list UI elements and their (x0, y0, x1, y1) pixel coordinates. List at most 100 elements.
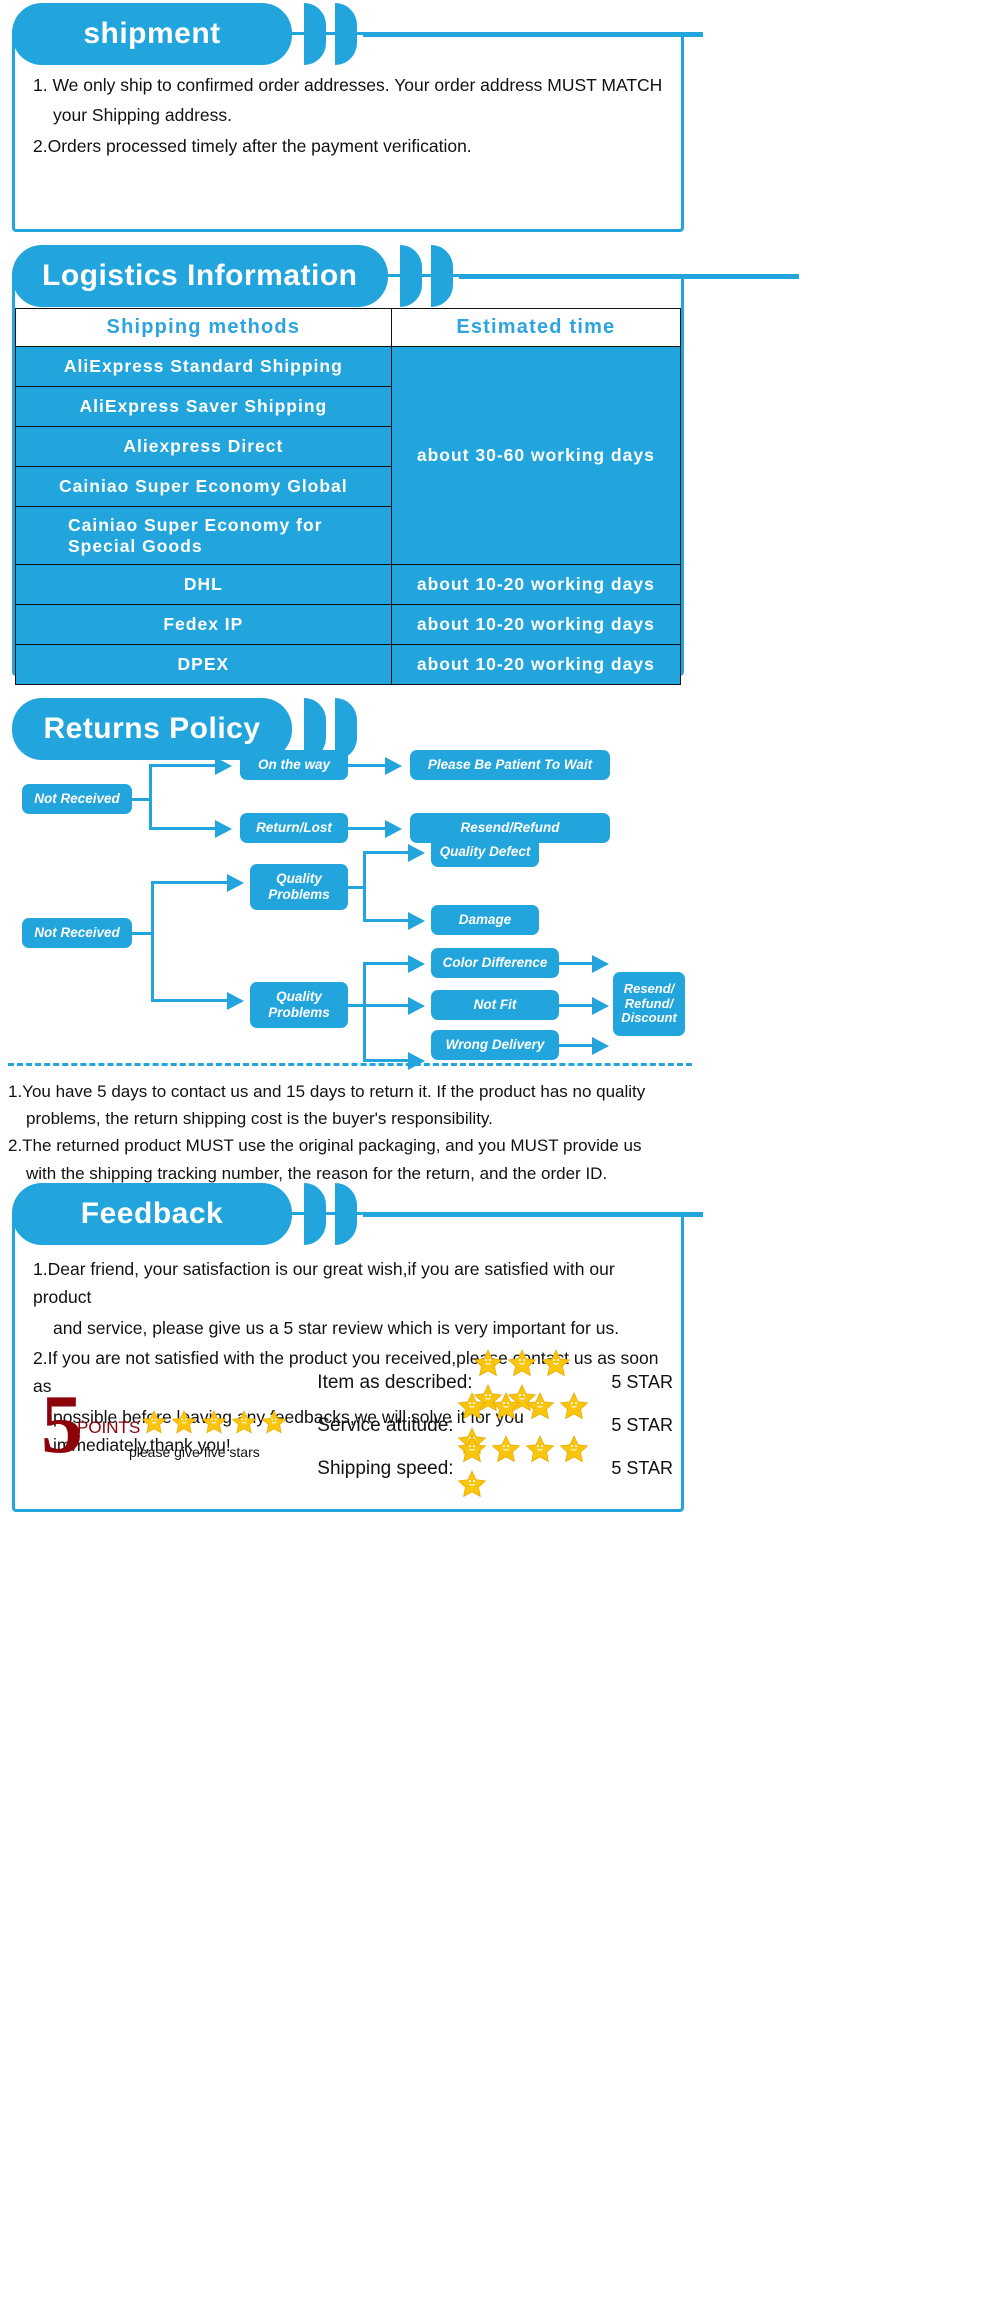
five-points-badge: 5 POINTS please give five stars (41, 1383, 291, 1466)
rating-label: Shipping speed: (317, 1457, 454, 1479)
flow-connector (559, 962, 597, 965)
table-header-row: Shipping methods Estimated time (15, 308, 682, 347)
rating-star-row (457, 1391, 599, 1461)
logistics-header: Logistics Information (12, 245, 799, 307)
star-icon-wrap[interactable] (507, 1348, 537, 1382)
feedback-title-pill: Feedback (12, 1183, 292, 1245)
star-icon (141, 1409, 167, 1434)
table-row: Cainiao Super Economy for Special Goods (15, 505, 681, 566)
logistics-table: Shipping methods Estimated time AliExpre… (15, 308, 682, 686)
table-row: AliExpress Standard Shipping about 30-60… (15, 345, 682, 566)
flow-arrow (385, 757, 402, 775)
returns-flowchart: Not Received On the way Please Be Patien… (12, 740, 688, 1070)
rating-row: Shipping speed: 5 STAR (317, 1434, 673, 1497)
star-icon-wrap (171, 1409, 197, 1440)
rating-row: Service attitude: 5 STAR (317, 1391, 673, 1454)
flow-connector (132, 932, 154, 935)
method-cell: Fedex IP (15, 604, 392, 646)
star-icon (526, 1434, 555, 1462)
flow-connector (348, 1004, 366, 1007)
star-icon (560, 1434, 589, 1462)
flow-connector (132, 798, 152, 801)
flow-node-damage: Damage (431, 905, 539, 935)
dashed-divider (8, 1063, 692, 1066)
star-icon-wrap[interactable] (525, 1391, 555, 1425)
table-row: AliExpress Saver Shipping (15, 386, 681, 427)
star-icon (507, 1348, 536, 1376)
shipment-header: shipment (12, 3, 703, 65)
decor-half-pill-1 (304, 3, 326, 65)
flow-connector (151, 881, 229, 884)
shipment-line-1: 1. We only ship to confirmed order addre… (33, 75, 663, 95)
star-icon-wrap[interactable] (473, 1348, 503, 1382)
star-icon (473, 1348, 502, 1376)
returns-policy-text: 1.You have 5 days to contact us and 15 d… (8, 1078, 694, 1187)
flow-node-color-difference: Color Difference (431, 948, 559, 978)
flow-connector (151, 882, 154, 1001)
star-icon (541, 1348, 570, 1376)
flow-arrow (592, 955, 609, 973)
header-rule (363, 1211, 703, 1217)
flow-node-not-received-bottom: Not Received (22, 918, 132, 948)
star-icon-wrap (201, 1409, 227, 1440)
star-icon-wrap[interactable] (457, 1434, 487, 1468)
logistics-title-pill: Logistics Information (12, 245, 388, 307)
method-cell: Cainiao Super Economy Global (15, 466, 392, 507)
decor-half-pill-6 (335, 698, 357, 760)
star-icon-wrap[interactable] (559, 1434, 589, 1468)
flow-arrow (592, 1037, 609, 1055)
star-icon-wrap[interactable] (559, 1391, 589, 1425)
policy-line-4: with the shipping tracking number, the r… (26, 1163, 608, 1183)
flow-arrow (408, 844, 425, 862)
flow-arrow (215, 757, 232, 775)
flow-connector (348, 764, 388, 767)
feedback-section: Feedback 1.Dear friend, your satisfactio… (12, 1183, 703, 1512)
flow-node-please-be-patient: Please Be Patient To Wait (410, 750, 610, 780)
header-rule (458, 273, 799, 279)
flow-connector (348, 827, 388, 830)
star-icon (492, 1434, 521, 1462)
flow-node-not-fit: Not Fit (431, 990, 559, 1020)
decor-half-pill-7 (304, 1183, 326, 1245)
star-icon (492, 1391, 521, 1419)
policy-line-1: 1.You have 5 days to contact us and 15 d… (8, 1082, 646, 1101)
flow-arrow (385, 820, 402, 838)
star-icon-wrap[interactable] (457, 1391, 487, 1425)
shipment-line-2: your Shipping address. (53, 105, 232, 126)
flow-arrow (408, 997, 425, 1015)
star-icon (526, 1391, 555, 1419)
flow-node-wrong-delivery: Wrong Delivery (431, 1030, 559, 1060)
flow-connector (559, 1044, 597, 1047)
decor-half-pill-4 (430, 245, 453, 307)
star-icon-wrap[interactable] (491, 1434, 521, 1468)
star-icon-wrap[interactable] (541, 1348, 571, 1382)
returns-title: Returns Policy (43, 712, 261, 745)
feedback-line-3: 2.If you are not satisfied with the prod… (33, 1348, 659, 1397)
method-cell: DPEX (15, 644, 392, 686)
feedback-rating-area: 5 POINTS please give five stars Item as … (33, 1348, 673, 1497)
flow-node-resend-refund-discount: Resend/ Refund/ Discount (613, 972, 685, 1036)
decor-half-pill-3 (399, 245, 422, 307)
estimated-cell: about 10-20 working days (390, 644, 682, 686)
table-row: Cainiao Super Economy Global (15, 466, 681, 507)
flow-node-quality-problems-2: Quality Problems (250, 982, 348, 1028)
rating-label: Service attitude: (317, 1414, 454, 1436)
decor-half-pill-5 (304, 698, 326, 760)
col-estimated-time: Estimated time (390, 308, 682, 347)
shipment-body: 1. We only ship to confirmed order addre… (15, 35, 681, 160)
star-icon-wrap[interactable] (525, 1434, 555, 1468)
policy-line-2: problems, the return shipping cost is th… (26, 1109, 493, 1129)
flow-connector (363, 1059, 411, 1062)
flow-node-quality-defect: Quality Defect (431, 837, 539, 867)
estimated-cell-group1: about 30-60 working days (390, 345, 682, 566)
logistics-title: Logistics Information (42, 259, 358, 292)
rating-star-row (457, 1434, 599, 1504)
method-cell: Aliexpress Direct (15, 426, 392, 467)
star-icon-wrap[interactable] (491, 1391, 521, 1425)
flow-connector (348, 886, 366, 889)
star-icon-wrap[interactable] (457, 1469, 487, 1503)
flow-connector (149, 765, 152, 830)
shipment-section: shipment 1. We only ship to confirmed or… (12, 3, 703, 232)
star-icon (171, 1409, 197, 1434)
